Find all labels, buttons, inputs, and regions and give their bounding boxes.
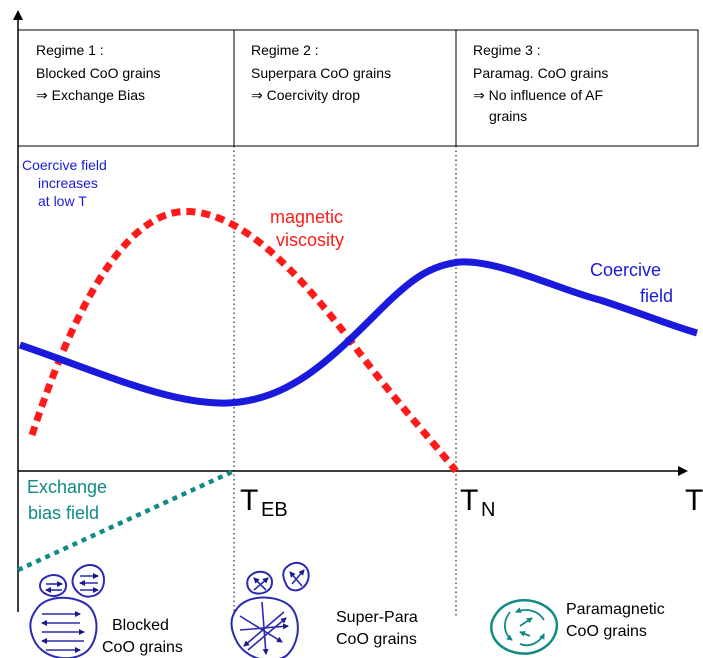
coercive-field-label: Coercive field [590, 260, 673, 306]
t-n-label: T N [460, 484, 495, 521]
exchange-bias-line1: Exchange [27, 477, 107, 497]
paramagnetic-grains-icon [490, 599, 559, 655]
regime-1-line1: Blocked CoO grains [36, 65, 161, 81]
regime-2-line2: ⇒ Coercivity drop [251, 87, 360, 103]
regime-3: Regime 3 : Paramag. CoO grains ⇒ No infl… [473, 42, 608, 124]
superpara-grains-label: Super-Para CoO grains [336, 609, 418, 648]
magnetic-viscosity-label: magnetic viscosity [270, 207, 344, 250]
regime-3-title: Regime 3 : [473, 42, 541, 58]
regime-3-line2: ⇒ No influence of AF [473, 87, 603, 103]
coercive-low-t-label: Coercive field increases at low T [22, 157, 107, 209]
paramagnetic-grains-line2: CoO grains [566, 623, 647, 640]
coercive-field-line1: Coercive [590, 260, 661, 280]
coercive-low-t-line3: at low T [38, 193, 87, 209]
blocked-grains-icon [29, 564, 106, 658]
superpara-grains-icon [230, 561, 310, 658]
magnetic-viscosity-line2: viscosity [276, 230, 344, 250]
t-eb-main: T [240, 484, 258, 517]
coercive-field-curve [18, 258, 698, 407]
t-n-main: T [460, 484, 478, 517]
regime-2: Regime 2 : Superpara CoO grains ⇒ Coerci… [251, 42, 391, 103]
exchange-bias-label: Exchange bias field [27, 477, 107, 523]
t-n-sub: N [481, 499, 495, 521]
magnetic-viscosity-line1: magnetic [270, 207, 343, 227]
regime-table: Regime 1 : Blocked CoO grains ⇒ Exchange… [17, 29, 699, 147]
superpara-grains-line1: Super-Para [336, 609, 418, 626]
t-eb-label: T EB [240, 484, 288, 521]
paramagnetic-grains-line1: Paramagnetic [566, 601, 665, 618]
t-eb-sub: EB [261, 499, 288, 521]
coercive-low-t-line1: Coercive field [22, 157, 107, 173]
blocked-grains-label: Blocked CoO grains [102, 617, 183, 656]
regime-1: Regime 1 : Blocked CoO grains ⇒ Exchange… [36, 42, 161, 103]
blocked-grains-line1: Blocked [112, 617, 169, 634]
regime-2-line1: Superpara CoO grains [251, 65, 391, 81]
blocked-grains-line2: CoO grains [102, 639, 183, 656]
regime-3-line1: Paramag. CoO grains [473, 65, 608, 81]
regime-1-title: Regime 1 : [36, 42, 104, 58]
regime-3-line3: grains [489, 108, 527, 124]
paramagnetic-grains-label: Paramagnetic CoO grains [566, 601, 665, 640]
regime-2-title: Regime 2 : [251, 42, 319, 58]
coercive-field-line2: field [640, 286, 673, 306]
magnetic-viscosity-curve [28, 208, 459, 474]
exchange-bias-line2: bias field [28, 503, 99, 523]
superpara-grains-line2: CoO grains [336, 631, 417, 648]
regime-1-line2: ⇒ Exchange Bias [36, 87, 145, 103]
coercive-low-t-line2: increases [38, 175, 98, 191]
t-axis-label: T [685, 484, 703, 517]
